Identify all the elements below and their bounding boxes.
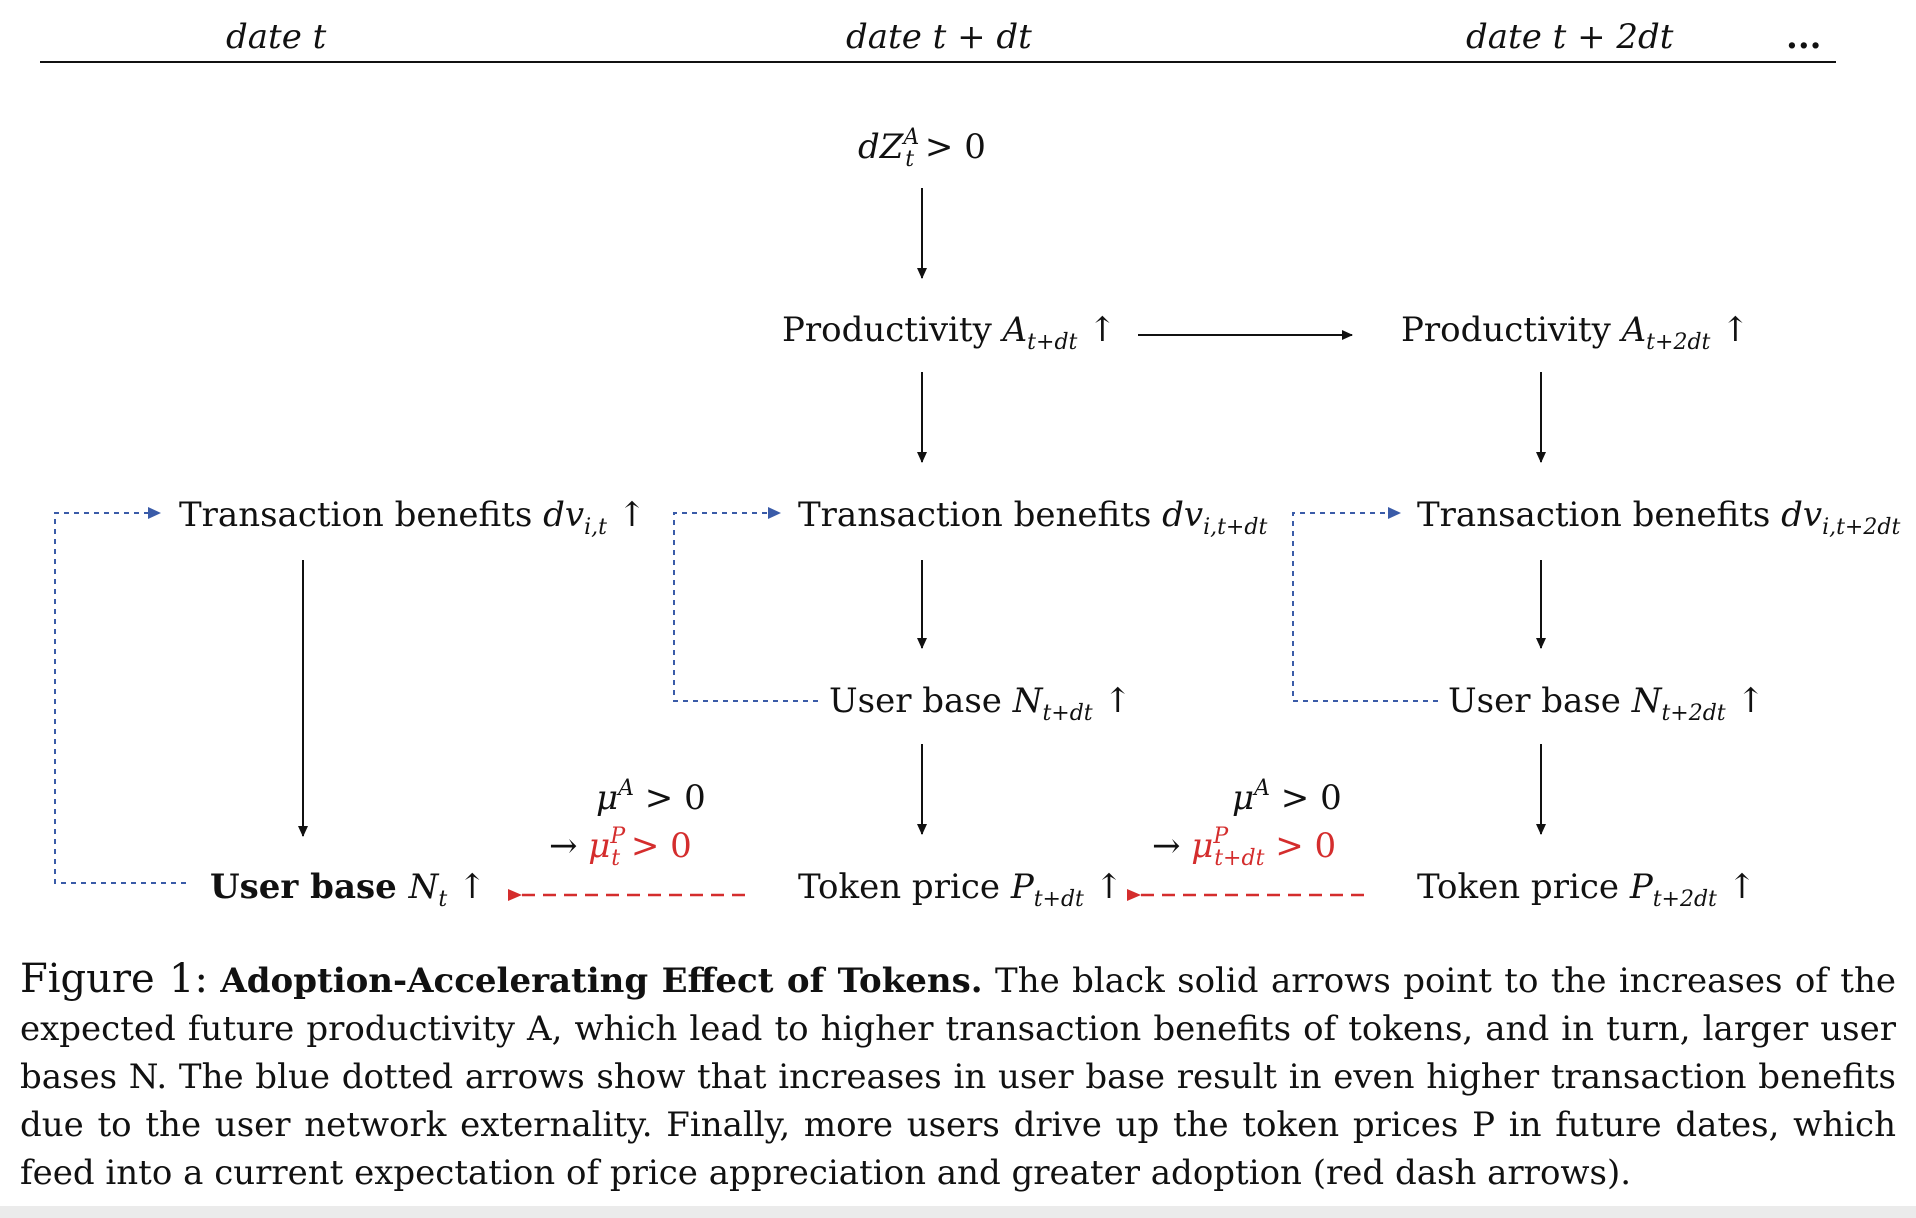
- node-transaction-benefits-dt: Transaction benefits dvi,t+dt: [798, 498, 1267, 539]
- mu2-expected-productivity: μA > 0: [1232, 776, 1342, 818]
- header-date-t-dt: date t + dt: [846, 17, 1032, 57]
- shock-sup: A: [903, 125, 920, 150]
- prod-dt-text: Productivity: [782, 310, 1003, 350]
- tb-t-sub: i,t: [584, 515, 607, 540]
- ub-2dt-arrow: ↑: [1725, 681, 1765, 721]
- mu1-expected-productivity: μA > 0: [596, 776, 706, 818]
- ub-dt-var: N: [1012, 681, 1043, 721]
- mu2-p-sub: t+dt: [1214, 846, 1265, 871]
- caption-body: The black solid arrows point to the incr…: [20, 961, 1896, 1193]
- tb-2dt-sub: i,t+2dt: [1822, 515, 1901, 540]
- tp-dt-sub: t+dt: [1033, 887, 1084, 912]
- ub-dt-text: User base: [829, 681, 1013, 721]
- blue-dotted-arrows: [54, 507, 1438, 884]
- mu1-a-var: μ: [596, 778, 619, 818]
- tp-2dt-sub: t+2dt: [1652, 887, 1717, 912]
- mu2-expected-price: → μPt+dt > 0: [1152, 826, 1336, 870]
- mu2-p-rel: > 0: [1264, 826, 1337, 866]
- mu1-a-rel: > 0: [634, 778, 706, 818]
- mu2-a-sup: A: [1254, 776, 1270, 801]
- prod-2dt-arrow: ↑: [1710, 310, 1750, 350]
- tb-dt-sub: i,t+dt: [1203, 515, 1268, 540]
- prod-2dt-var: A: [1621, 310, 1647, 350]
- node-productivity-2dt: Productivity At+2dt ↑: [1401, 313, 1750, 354]
- tb-t-text: Transaction benefits: [179, 495, 544, 535]
- caption-title: Adoption-Accelerating Effect of Tokens.: [220, 961, 983, 1001]
- shock-sub: t: [905, 147, 915, 172]
- mu1-p-var: μ: [588, 826, 611, 866]
- mu1-p-prefix: →: [549, 826, 589, 866]
- prod-2dt-text: Productivity: [1401, 310, 1622, 350]
- mu2-p-var: μ: [1191, 826, 1214, 866]
- mu2-a-var: μ: [1232, 778, 1255, 818]
- prod-dt-var: A: [1002, 310, 1028, 350]
- ub-dt-sub: t+dt: [1042, 701, 1093, 726]
- blue-loop-dt: [673, 507, 818, 702]
- node-shock: dZAt > 0: [858, 127, 986, 171]
- diagram-canvas: [40, 61, 1836, 901]
- tb-2dt-text: Transaction benefits: [1417, 495, 1782, 535]
- node-user-base-dt: User base Nt+dt ↑: [829, 684, 1132, 725]
- tb-dt-var: dv: [1162, 495, 1204, 535]
- node-transaction-benefits-t: Transaction benefits dvi,t ↑: [179, 498, 646, 539]
- bottom-scroll-edge: [0, 1206, 1916, 1218]
- tp-dt-arrow: ↑: [1083, 867, 1124, 907]
- tb-t-arrow: ↑: [606, 495, 647, 535]
- node-transaction-benefits-2dt: Transaction benefits dvi,t+2dt: [1417, 498, 1900, 539]
- tp-dt-var: P: [1010, 867, 1034, 907]
- blue-loop-2dt: [1292, 507, 1438, 702]
- mu1-expected-price: → μPt > 0: [549, 826, 692, 870]
- header-date-t: date t: [226, 17, 327, 57]
- node-user-base-t: User base Nt ↑: [210, 870, 486, 911]
- ub-2dt-var: N: [1631, 681, 1662, 721]
- ub-dt-arrow: ↑: [1092, 681, 1132, 721]
- node-user-base-2dt: User base Nt+2dt ↑: [1448, 684, 1765, 725]
- header-ellipsis: ...: [1786, 17, 1822, 57]
- mu1-p-rel: > 0: [620, 826, 692, 866]
- figure-caption: Figure 1: Adoption-Accelerating Effect o…: [20, 955, 1896, 1197]
- prod-2dt-sub: t+2dt: [1646, 330, 1711, 355]
- tp-dt-text: Token price: [798, 867, 1011, 907]
- tp-2dt-arrow: ↑: [1716, 867, 1757, 907]
- tb-t-var: dv: [543, 495, 585, 535]
- mu2-p-prefix: →: [1152, 826, 1192, 866]
- shock-rel: > 0: [914, 127, 986, 167]
- node-token-price-dt: Token price Pt+dt ↑: [798, 870, 1123, 911]
- ub-t-arrow: ↑: [447, 867, 487, 907]
- caption-figure-number: Figure 1:: [20, 956, 208, 1002]
- black-arrows: [298, 188, 1546, 837]
- ub-2dt-sub: t+2dt: [1661, 701, 1726, 726]
- mu2-a-rel: > 0: [1270, 778, 1342, 818]
- node-token-price-2dt: Token price Pt+2dt ↑: [1417, 870, 1756, 911]
- prod-dt-sub: t+dt: [1027, 330, 1078, 355]
- tb-dt-text: Transaction benefits: [798, 495, 1163, 535]
- tp-2dt-text: Token price: [1417, 867, 1630, 907]
- header-date-t-2dt: date t + 2dt: [1466, 17, 1674, 57]
- shock-var: dZ: [858, 127, 904, 167]
- blue-loop-t: [54, 507, 186, 884]
- node-productivity-dt: Productivity At+dt ↑: [782, 313, 1117, 354]
- tb-2dt-var: dv: [1781, 495, 1823, 535]
- ub-2dt-text: User base: [1448, 681, 1632, 721]
- prod-dt-arrow: ↑: [1077, 310, 1117, 350]
- mu2-p-sup: P: [1213, 824, 1229, 849]
- mu1-p-sup: P: [610, 824, 626, 849]
- ub-t-var: N: [408, 867, 439, 907]
- ub-t-sub: t: [438, 887, 448, 912]
- ub-t-text: User base: [210, 867, 409, 907]
- mu1-a-sup: A: [618, 776, 634, 801]
- tp-2dt-var: P: [1629, 867, 1653, 907]
- mu1-p-sub: t: [611, 846, 621, 871]
